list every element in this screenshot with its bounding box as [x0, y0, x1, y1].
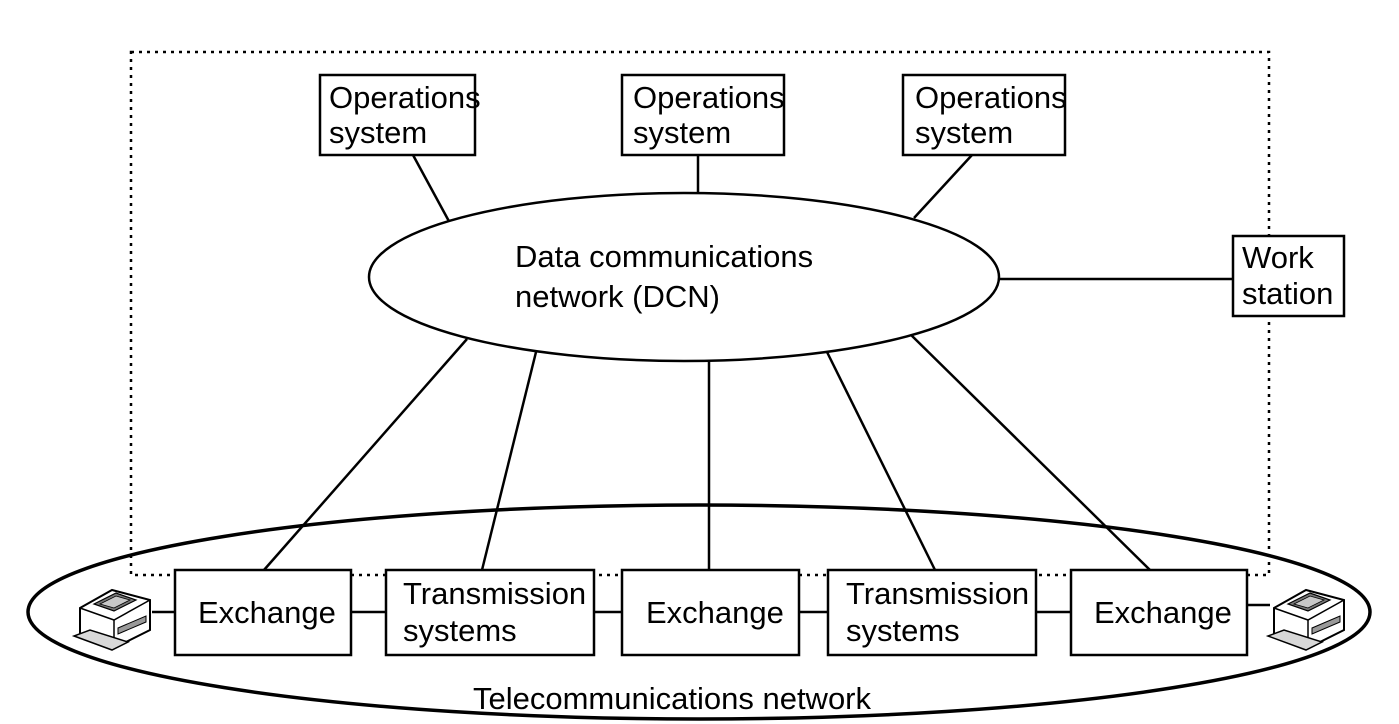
- management-boundary: [129, 50, 1271, 577]
- os2-line2: system: [633, 115, 731, 150]
- exchange-2: Exchange: [620, 568, 801, 657]
- transmission-systems-1: Transmission systems: [384, 568, 596, 657]
- svg-text:Transmission systems: Transmission systems: [846, 576, 1038, 648]
- terminal-device-icon: [73, 589, 151, 651]
- svg-text:Operations system: Operations system: [633, 80, 793, 150]
- svg-text:Work station: Work station: [1242, 240, 1333, 311]
- operations-system-2: Operations system: [620, 73, 793, 157]
- operations-system-3: Operations system: [901, 73, 1075, 157]
- exchange-2-label: Exchange: [646, 595, 784, 630]
- exchange-3: Exchange: [1069, 568, 1249, 657]
- exchange-3-label: Exchange: [1094, 595, 1232, 630]
- transmission-2-line1: Transmission: [846, 576, 1029, 611]
- os1-dcn-link: [411, 154, 453, 226]
- svg-text:Operations system: Operations system: [329, 80, 489, 150]
- workstation: Work station: [1231, 234, 1346, 318]
- transmission-2-line2: systems: [846, 613, 960, 648]
- telecom-network-ellipse: [26, 503, 1372, 721]
- dcn-transmission2-link: [825, 351, 937, 571]
- workstation-line2: station: [1242, 276, 1333, 311]
- terminal-device-icon: [1267, 589, 1345, 651]
- os2-line1: Operations: [633, 80, 785, 115]
- os3-dcn-link: [913, 154, 973, 219]
- workstation-line1: Work: [1242, 240, 1314, 275]
- dcn-exchange1-link: [263, 338, 468, 571]
- dcn-label: Data communications network (DCN): [515, 239, 822, 314]
- svg-text:Transmission systems: Transmission systems: [403, 576, 595, 648]
- exchange-1-label: Exchange: [198, 595, 336, 630]
- operations-system-1: Operations system: [318, 73, 489, 157]
- transmission-1-line2: systems: [403, 613, 517, 648]
- dcn-label-line1: Data communications: [515, 239, 813, 274]
- os3-line2: system: [915, 115, 1013, 150]
- dcn-label-line2: network (DCN): [515, 279, 720, 314]
- svg-text:Operations system: Operations system: [915, 80, 1075, 150]
- os3-line1: Operations: [915, 80, 1067, 115]
- transmission-1-line1: Transmission: [403, 576, 586, 611]
- telecom-network-label: Telecommunications network: [473, 681, 872, 716]
- dcn-exchange3-link: [906, 330, 1151, 571]
- dcn-ellipse: [367, 191, 1001, 363]
- exchange-1: Exchange: [173, 568, 353, 657]
- transmission-systems-2: Transmission systems: [826, 568, 1038, 657]
- os1-line2: system: [329, 115, 427, 150]
- os1-line1: Operations: [329, 80, 481, 115]
- dcn-transmission1-link: [480, 347, 539, 571]
